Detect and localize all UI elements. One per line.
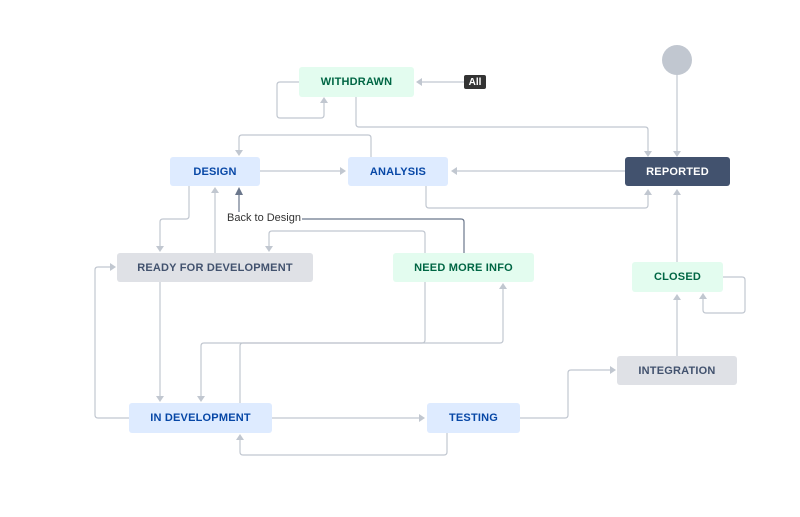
- arrowhead: [499, 283, 507, 289]
- arrowhead: [644, 151, 652, 157]
- arrowhead: [235, 150, 243, 156]
- transition-withdrawn-self-loop[interactable]: [276, 81, 325, 119]
- arrowhead: [416, 78, 422, 86]
- status-closed[interactable]: CLOSED: [632, 262, 723, 292]
- transition-label-back-to-design[interactable]: Back to Design: [226, 212, 302, 224]
- arrowhead: [235, 187, 243, 195]
- arrowhead: [340, 167, 346, 175]
- transition-in-development-to-ready[interactable]: [94, 266, 129, 419]
- arrowhead: [673, 151, 681, 157]
- status-design[interactable]: DESIGN: [170, 157, 260, 186]
- arrowhead: [699, 293, 707, 299]
- start-node[interactable]: [662, 45, 692, 75]
- arrowhead: [156, 246, 164, 252]
- all-transition-badge[interactable]: All: [464, 75, 486, 89]
- arrowhead: [451, 167, 457, 175]
- transition-need-info-to-in-development[interactable]: [200, 282, 426, 398]
- status-need-more-info[interactable]: NEED MORE INFO: [393, 253, 534, 282]
- arrowhead: [673, 294, 681, 300]
- transition-closed-self-loop[interactable]: [702, 276, 746, 314]
- arrowhead: [211, 187, 219, 193]
- arrowhead: [673, 189, 681, 195]
- arrowhead: [644, 189, 652, 195]
- arrowhead: [197, 396, 205, 402]
- arrowhead: [236, 434, 244, 440]
- transition-need-info-to-ready[interactable]: [268, 230, 426, 253]
- status-reported[interactable]: REPORTED: [625, 157, 730, 186]
- arrowhead: [610, 366, 616, 374]
- arrowhead: [320, 97, 328, 103]
- transition-testing-to-integration[interactable]: [520, 369, 612, 419]
- status-in-development[interactable]: IN DEVELOPMENT: [129, 403, 272, 433]
- transition-analysis-to-design[interactable]: [238, 134, 372, 157]
- arrowhead: [265, 246, 273, 252]
- status-withdrawn[interactable]: WITHDRAWN: [299, 67, 414, 97]
- arrowhead: [419, 414, 425, 422]
- transition-design-to-ready[interactable]: [159, 186, 190, 248]
- status-analysis[interactable]: ANALYSIS: [348, 157, 448, 186]
- transition-testing-to-in-development[interactable]: [239, 433, 448, 456]
- transition-in-development-to-need-info[interactable]: [239, 287, 504, 403]
- transition-analysis-to-reported[interactable]: [425, 186, 649, 209]
- status-ready-for-development[interactable]: READY FOR DEVELOPMENT: [117, 253, 313, 282]
- arrowhead: [110, 263, 116, 271]
- transition-withdrawn-to-reported[interactable]: [355, 97, 649, 153]
- status-integration[interactable]: INTEGRATION: [617, 356, 737, 385]
- arrowhead: [156, 396, 164, 402]
- status-testing[interactable]: TESTING: [427, 403, 520, 433]
